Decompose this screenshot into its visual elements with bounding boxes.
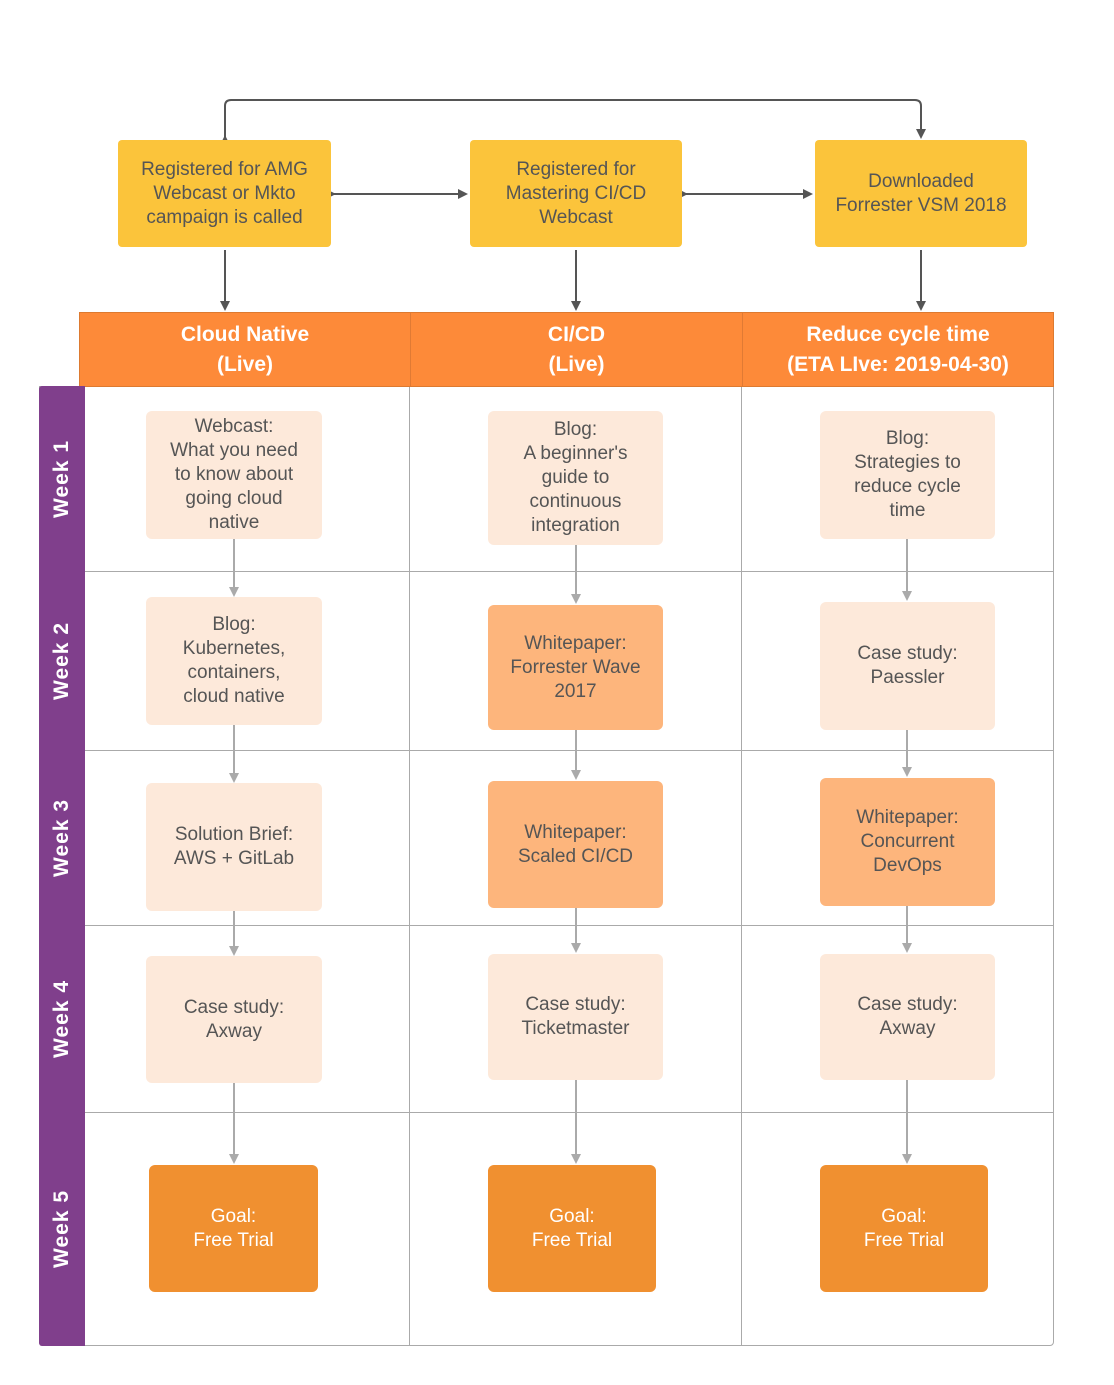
content-box: Case study: Axway bbox=[820, 954, 995, 1080]
goal-box: Goal: Free Trial bbox=[149, 1165, 318, 1292]
trigger-forrester-vsm: Downloaded Forrester VSM 2018 bbox=[815, 140, 1027, 247]
header-divider bbox=[410, 313, 411, 386]
content-box: Case study: Paessler bbox=[820, 602, 995, 730]
week-label: Week 5 bbox=[39, 1112, 85, 1346]
content-box: Solution Brief: AWS + GitLab bbox=[146, 783, 322, 911]
column-header-cloud-native: Cloud Native (Live) bbox=[180, 322, 310, 376]
row-divider bbox=[85, 1112, 1054, 1113]
row-divider bbox=[85, 571, 1054, 572]
content-box: Case study: Ticketmaster bbox=[488, 954, 663, 1080]
week-label-text: Week 5 bbox=[50, 1190, 73, 1268]
column-divider bbox=[741, 386, 742, 1346]
column-divider bbox=[409, 386, 410, 1346]
week-label-text: Week 1 bbox=[50, 439, 73, 518]
content-box: Whitepaper: Concurrent DevOps bbox=[820, 778, 995, 906]
row-divider bbox=[85, 750, 1054, 751]
column-header-band: Cloud Native (Live) CI/CD (Live) Reduce … bbox=[79, 312, 1054, 387]
content-box: Whitepaper: Forrester Wave 2017 bbox=[488, 605, 663, 730]
content-box: Whitepaper: Scaled CI/CD bbox=[488, 781, 663, 908]
column-header-cicd: CI/CD (Live) bbox=[547, 322, 606, 376]
header-divider bbox=[742, 313, 743, 386]
week-label: Week 1 bbox=[39, 386, 85, 571]
content-box: Case study: Axway bbox=[146, 956, 322, 1083]
column-header-cycle-time: Reduce cycle time (ETA LIve: 2019-04-30) bbox=[787, 322, 1009, 376]
content-box: Blog: Strategies to reduce cycle time bbox=[820, 411, 995, 539]
row-divider bbox=[85, 925, 1054, 926]
week-label-text: Week 4 bbox=[50, 979, 73, 1058]
goal-box: Goal: Free Trial bbox=[488, 1165, 656, 1292]
trigger-cicd-webcast: Registered for Mastering CI/CD Webcast bbox=[470, 140, 682, 247]
week-label-text: Week 3 bbox=[50, 798, 73, 877]
week-lane bbox=[39, 386, 85, 1346]
goal-box: Goal: Free Trial bbox=[820, 1165, 988, 1292]
content-box: Blog: Kubernetes, containers, cloud nati… bbox=[146, 597, 322, 725]
week-label: Week 3 bbox=[39, 750, 85, 925]
trigger-amg-webcast: Registered for AMG Webcast or Mkto campa… bbox=[118, 140, 331, 247]
week-label: Week 4 bbox=[39, 925, 85, 1112]
content-box: Blog: A beginner's guide to continuous i… bbox=[488, 411, 663, 545]
content-box: Webcast: What you need to know about goi… bbox=[146, 411, 322, 539]
week-label-text: Week 2 bbox=[50, 621, 73, 700]
week-label: Week 2 bbox=[39, 571, 85, 750]
